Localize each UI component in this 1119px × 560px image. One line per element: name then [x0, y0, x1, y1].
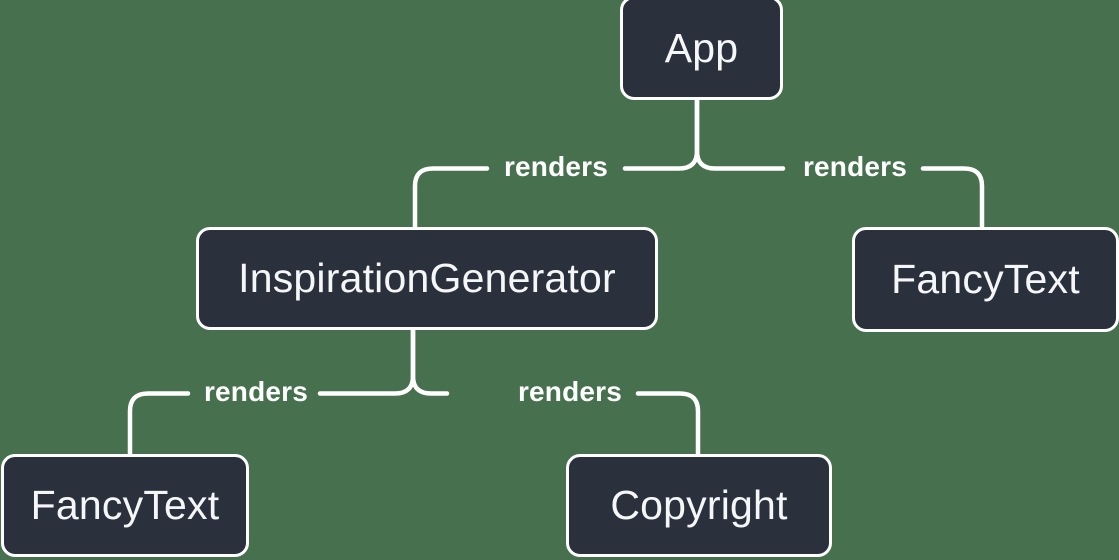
node-app: App [620, 0, 783, 100]
edge-inspirationgenerator-to-copyright [410, 325, 701, 459]
edge-label-inspirationgenerator-copyright: renders [517, 376, 623, 407]
edge-label-app-fancytext: renders [802, 151, 908, 182]
edge-app-to-fancytext [694, 95, 985, 232]
node-fancy-text-left-label: FancyText [30, 482, 220, 528]
node-inspiration-generator-label: InspirationGenerator [238, 255, 616, 301]
edge-label-app-inspirationgenerator: renders [503, 151, 609, 182]
node-copyright: Copyright [566, 454, 832, 557]
node-fancy-text-right-label: FancyText [891, 256, 1080, 302]
node-inspiration-generator: InspirationGenerator [196, 227, 658, 330]
node-copyright-label: Copyright [610, 482, 788, 528]
node-fancy-text-right: FancyText [852, 227, 1119, 332]
node-fancy-text-left: FancyText [1, 454, 249, 557]
node-app-label: App [664, 24, 739, 71]
edge-label-inspirationgenerator-fancytext: renders [203, 376, 309, 407]
